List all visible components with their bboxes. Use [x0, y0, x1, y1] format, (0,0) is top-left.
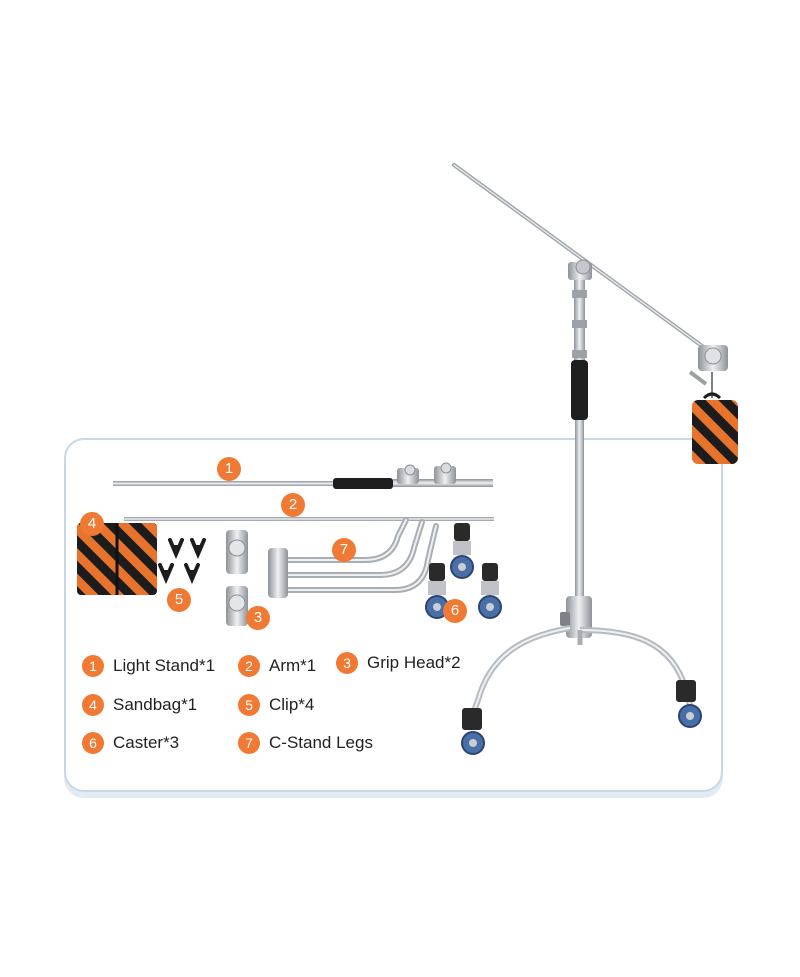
badge-3: 3	[246, 606, 270, 630]
hanging-sandbag	[692, 400, 738, 464]
part-light-stand	[113, 462, 493, 489]
legend-label: Arm*1	[269, 656, 317, 675]
leg-right	[579, 627, 693, 706]
legend-item-light-stand: 1 Light Stand*1	[82, 655, 215, 677]
leg-left	[467, 625, 571, 724]
legend-number: 5	[238, 694, 260, 716]
badge-7: 7	[332, 538, 356, 562]
part-arm	[124, 517, 494, 521]
part-c-stand-legs	[268, 517, 439, 598]
badge-5: 5	[167, 588, 191, 612]
main-column	[575, 420, 584, 600]
badge-1: 1	[217, 457, 241, 481]
legend-number: 3	[336, 652, 358, 674]
foam-grip	[571, 360, 588, 420]
legend-number: 1	[82, 655, 104, 677]
legend-label: Grip Head*2	[367, 653, 461, 672]
badge-2: 2	[281, 493, 305, 517]
legend-label: Caster*3	[113, 733, 180, 752]
legend-item-sandbag: 4 Sandbag*1	[82, 694, 197, 716]
part-sandbag	[77, 523, 157, 595]
part-clips	[158, 538, 206, 585]
c-stand-assembled	[452, 163, 738, 755]
legend-number: 4	[82, 694, 104, 716]
badge-4: 4	[80, 512, 104, 536]
legend-item-caster: 6 Caster*3	[82, 732, 179, 754]
stand-caster-right	[676, 680, 702, 728]
legend-label: Sandbag*1	[113, 695, 198, 714]
parts-panel	[64, 438, 723, 792]
legend-number: 6	[82, 732, 104, 754]
legend-item-grip-head: 3 Grip Head*2	[336, 652, 461, 674]
stand-caster-left	[461, 708, 485, 755]
legend-number: 7	[238, 732, 260, 754]
part-grip-heads	[226, 530, 248, 626]
part-casters	[425, 523, 502, 619]
legend-label: C-Stand Legs	[269, 733, 373, 752]
legend-item-c-stand-legs: 7 C-Stand Legs	[238, 732, 373, 754]
legend-item-clip: 5 Clip*4	[238, 694, 314, 716]
legend-label: Clip*4	[269, 695, 315, 714]
legend-label: Light Stand*1	[113, 656, 216, 675]
legend-number: 2	[238, 655, 260, 677]
badge-6: 6	[443, 599, 467, 623]
legend-item-arm: 2 Arm*1	[238, 655, 316, 677]
